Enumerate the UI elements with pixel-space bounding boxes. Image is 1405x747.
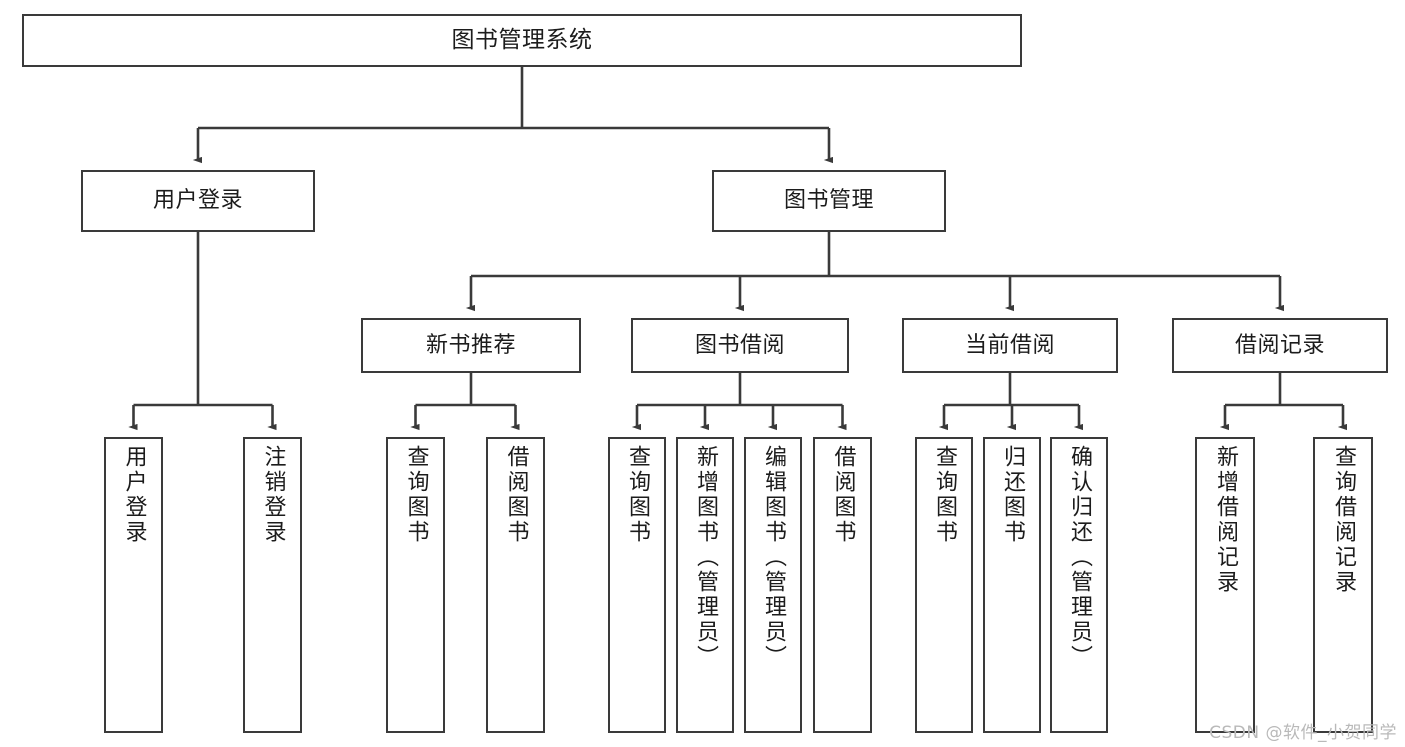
node-current-borrow-label: 当前借阅 (964, 332, 1055, 358)
node-leaf-borrow-book-2-label: 借阅图书 (830, 445, 856, 545)
node-book-management-label: 图书管理 (783, 188, 874, 214)
node-root[interactable]: 图书管理系统 (22, 14, 1022, 67)
node-current-borrow[interactable]: 当前借阅 (902, 318, 1118, 373)
node-leaf-user-login[interactable]: 用户登录 (104, 437, 163, 733)
node-leaf-user-logout[interactable]: 注销登录 (243, 437, 302, 733)
node-leaf-query-record-label: 查询借阅记录 (1331, 445, 1356, 595)
node-book-borrow-label: 图书借阅 (694, 332, 785, 358)
node-leaf-query-book-3-label: 查询图书 (932, 445, 957, 545)
csdn-watermark: CSDN @软件_小贺同学 (1209, 723, 1397, 743)
node-leaf-confirm-return[interactable]: 确认归还（管理员） (1050, 437, 1108, 733)
node-leaf-user-login-label: 用户登录 (121, 445, 147, 545)
node-leaf-query-book-2[interactable]: 查询图书 (608, 437, 666, 733)
node-user-login[interactable]: 用户登录 (81, 170, 315, 232)
node-leaf-query-book-1-label: 查询图书 (403, 445, 429, 545)
node-user-login-label: 用户登录 (152, 188, 243, 214)
node-leaf-query-book-3[interactable]: 查询图书 (915, 437, 973, 733)
node-leaf-query-book-1[interactable]: 查询图书 (386, 437, 445, 733)
node-leaf-add-record[interactable]: 新增借阅记录 (1195, 437, 1255, 733)
node-leaf-borrow-book-2[interactable]: 借阅图书 (813, 437, 872, 733)
node-leaf-return-book-label: 归还图书 (1000, 445, 1025, 545)
node-leaf-user-logout-label: 注销登录 (260, 445, 286, 545)
node-borrow-record[interactable]: 借阅记录 (1172, 318, 1388, 373)
node-book-management[interactable]: 图书管理 (712, 170, 946, 232)
node-new-book-recommend-label: 新书推荐 (425, 332, 516, 358)
node-leaf-return-book[interactable]: 归还图书 (983, 437, 1041, 733)
node-leaf-edit-book[interactable]: 编辑图书（管理员） (744, 437, 802, 733)
node-root-label: 图书管理系统 (451, 26, 593, 53)
node-leaf-add-book-label: 新增图书（管理员） (693, 445, 718, 670)
node-leaf-borrow-book-1[interactable]: 借阅图书 (486, 437, 545, 733)
node-leaf-confirm-return-label: 确认归还（管理员） (1067, 445, 1092, 670)
node-book-borrow[interactable]: 图书借阅 (631, 318, 849, 373)
node-leaf-add-book[interactable]: 新增图书（管理员） (676, 437, 734, 733)
node-new-book-recommend[interactable]: 新书推荐 (361, 318, 581, 373)
node-leaf-query-record[interactable]: 查询借阅记录 (1313, 437, 1373, 733)
node-leaf-edit-book-label: 编辑图书（管理员） (761, 445, 786, 670)
node-borrow-record-label: 借阅记录 (1234, 332, 1325, 358)
node-leaf-borrow-book-1-label: 借阅图书 (503, 445, 529, 545)
node-leaf-query-book-2-label: 查询图书 (625, 445, 650, 545)
node-leaf-add-record-label: 新增借阅记录 (1213, 445, 1238, 595)
